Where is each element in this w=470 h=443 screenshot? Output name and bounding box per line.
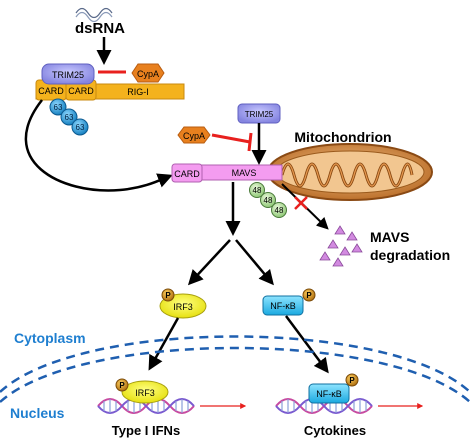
rigi-to-mavs-arrow <box>24 99 173 192</box>
cypa-mid-label: CypA <box>183 131 205 141</box>
k63-ubiquitin-chain: 63 63 63 <box>49 98 89 136</box>
trim25-mid-label: TRIM25 <box>245 110 274 119</box>
irf3-to-nucleus-arrow <box>148 317 180 371</box>
block-x-icon <box>294 196 308 210</box>
cypa-inhibit-mid <box>211 133 251 144</box>
svg-text:P: P <box>306 291 312 300</box>
svg-text:63: 63 <box>54 103 63 112</box>
card-2-label: CARD <box>68 86 94 96</box>
svg-text:P: P <box>165 291 171 300</box>
trim25-top-label: TRIM25 <box>52 70 84 80</box>
irf3-nuc-label: IRF3 <box>135 388 155 398</box>
mavs-degradation-label-2: degradation <box>370 247 450 263</box>
nfkb-nucleus <box>308 383 350 404</box>
dsrna-label: dsRNA <box>75 20 125 37</box>
nfkb-cytoplasm <box>262 295 304 316</box>
to-irf3-arrow <box>187 239 231 286</box>
card-mavs-label: CARD <box>174 169 200 179</box>
card-1-label: CARD <box>38 86 64 96</box>
nfkb-label: NF-κB <box>270 301 296 311</box>
mitochondrion <box>267 143 433 201</box>
k48-ubiquitin-chain: 48 48 48 <box>249 182 287 218</box>
nuclear-membrane-inner <box>0 346 470 403</box>
trim25-top <box>41 63 95 85</box>
card-mavs <box>171 163 203 183</box>
phospho-nfkb-nucleus <box>345 373 359 387</box>
to-nfkb-arrow <box>235 239 274 286</box>
cypa-mid <box>177 126 211 144</box>
phospho-irf3-nucleus <box>115 378 129 392</box>
svg-text:63: 63 <box>76 123 85 132</box>
type1-ifns-label: Type I IFNs <box>112 423 180 438</box>
degradation-fragments-icon <box>319 225 363 267</box>
nuclear-membrane-outer <box>0 335 470 393</box>
mavs-label: MAVS <box>232 168 257 178</box>
rigi-label: RIG-I <box>127 87 149 97</box>
irf3-label: IRF3 <box>173 302 193 312</box>
mavs-degradation-label-1: MAVS <box>370 229 409 245</box>
irf3-nucleus <box>121 380 169 404</box>
cytokines-label: Cytokines <box>304 423 366 438</box>
cytoplasm-label: Cytoplasm <box>14 330 86 346</box>
phospho-nfkb <box>302 288 316 302</box>
svg-text:63: 63 <box>65 113 74 122</box>
nucleus-label: Nucleus <box>10 405 65 421</box>
svg-text:P: P <box>349 376 355 385</box>
cypa-top-label: CypA <box>137 69 159 79</box>
phospho-irf3 <box>161 288 175 302</box>
nfkb-nuc-label: NF-κB <box>316 389 342 399</box>
dsrna-strands <box>75 7 113 23</box>
cypa-top <box>131 63 165 83</box>
svg-text:48: 48 <box>275 206 284 215</box>
svg-text:48: 48 <box>253 186 262 195</box>
mitochondrion-label: Mitochondrion <box>294 129 391 145</box>
nfkb-to-nucleus-arrow <box>284 315 329 374</box>
svg-text:P: P <box>119 381 125 390</box>
svg-text:48: 48 <box>264 196 273 205</box>
